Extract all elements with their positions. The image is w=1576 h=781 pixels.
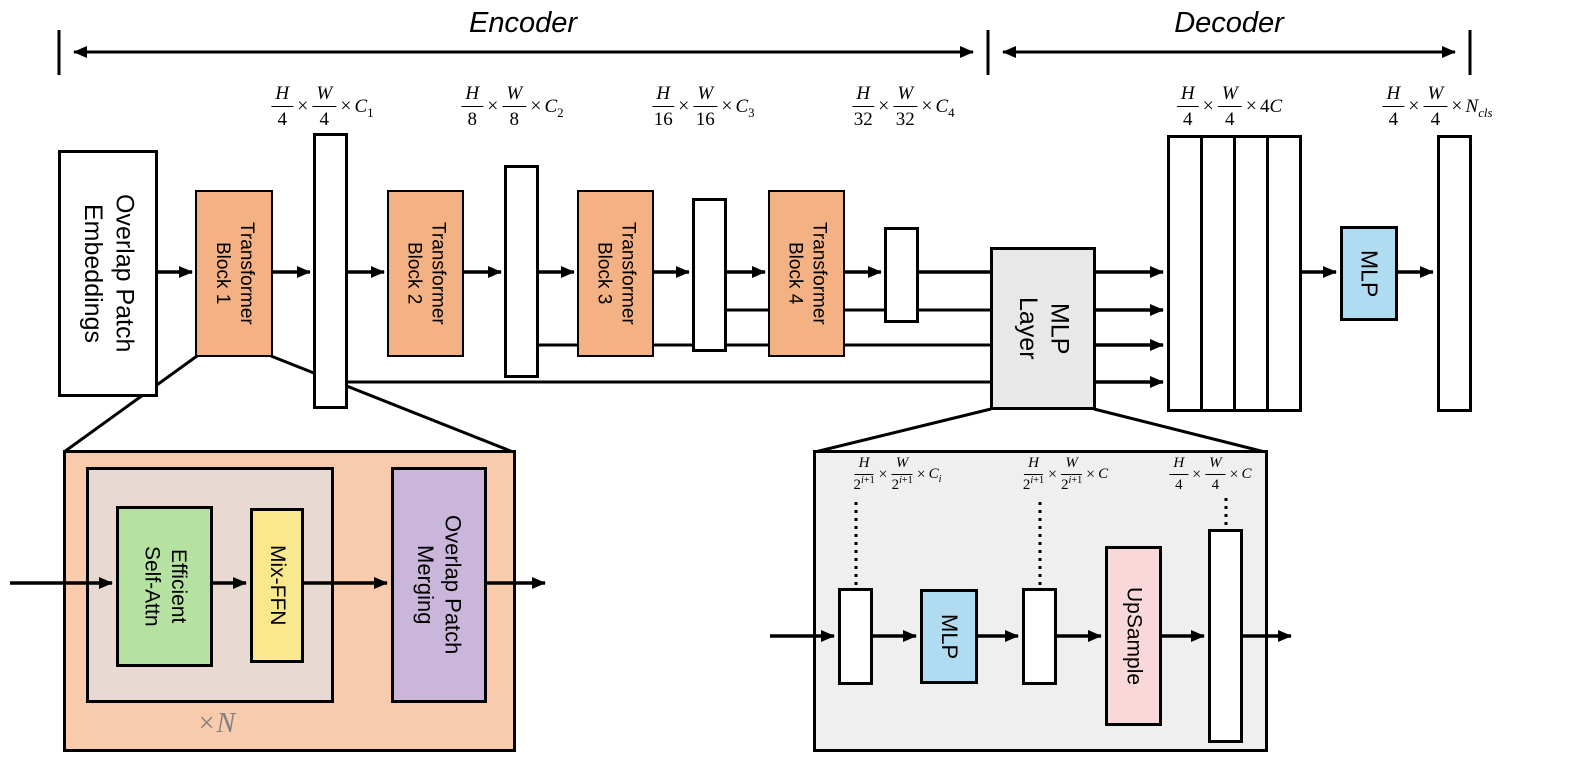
fused-feature-bar-3 bbox=[1233, 135, 1269, 412]
decoder-mlp-label: MLP bbox=[1356, 249, 1383, 298]
transformer-block-3-label: Transformer Block 3 bbox=[593, 222, 639, 325]
feature-map-stage2 bbox=[504, 165, 539, 378]
fused-feature-bar-2 bbox=[1200, 135, 1236, 412]
detail-feature-bar-output bbox=[1208, 529, 1243, 743]
transformer-block-4: Transformer Block 4 bbox=[768, 190, 845, 357]
mix-ffn-box: Mix-FFN bbox=[250, 508, 304, 663]
segmentation-output-bar bbox=[1437, 135, 1472, 412]
transformer-block-3: Transformer Block 3 bbox=[577, 190, 654, 357]
decoder-section-label: Decoder bbox=[1174, 7, 1284, 39]
mix-ffn-label: Mix-FFN bbox=[266, 545, 290, 626]
transformer-block-1-label: Transformer Block 1 bbox=[212, 222, 257, 325]
detail-feature-bar-mid bbox=[1022, 588, 1057, 685]
transformer-block-4-label: Transformer Block 4 bbox=[784, 222, 830, 325]
transformer-block-2-label: Transformer Block 2 bbox=[403, 222, 449, 325]
encoder-section-label: Encoder bbox=[468, 7, 578, 39]
overlap-patch-embeddings-box: Overlap Patch Embeddings bbox=[58, 150, 158, 397]
transformer-block-1: Transformer Block 1 bbox=[195, 190, 273, 357]
detail-mlp-box: MLP bbox=[920, 589, 978, 684]
feature-map-stage4 bbox=[884, 227, 919, 323]
efficient-self-attn-box: Efficient Self-Attn bbox=[116, 506, 213, 667]
detail-mlp-label: MLP bbox=[936, 613, 962, 660]
fused-feature-bar-4 bbox=[1266, 135, 1302, 412]
feature-map-stage1 bbox=[313, 133, 348, 409]
mlp-layer-box: MLP Layer bbox=[990, 247, 1096, 410]
detail-feature-bar-input bbox=[838, 588, 873, 685]
overlap-patch-merging-label: Overlap Patch Merging bbox=[413, 515, 466, 655]
overlap-patch-embeddings-label: Overlap Patch Embeddings bbox=[79, 194, 139, 353]
upsample-box: UpSample bbox=[1105, 546, 1162, 726]
repeat-n-times-label: ×N bbox=[198, 708, 236, 739]
overlap-patch-merging-box: Overlap Patch Merging bbox=[391, 467, 487, 703]
mlp-layer-label: MLP Layer bbox=[1014, 297, 1074, 360]
efficient-self-attn-label: Efficient Self-Attn bbox=[140, 546, 190, 627]
feature-map-stage3 bbox=[692, 198, 727, 352]
decoder-mlp-box: MLP bbox=[1340, 226, 1398, 321]
fused-feature-bar-1 bbox=[1167, 135, 1203, 412]
upsample-label: UpSample bbox=[1122, 586, 1146, 686]
transformer-block-2: Transformer Block 2 bbox=[387, 190, 464, 357]
